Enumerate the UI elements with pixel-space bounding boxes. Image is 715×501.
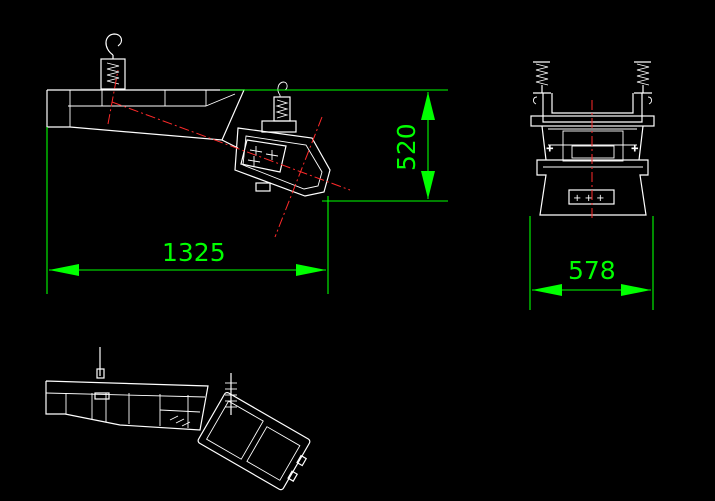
dimension-width: 578 (529, 216, 654, 310)
dimension-length: 1325 (46, 127, 329, 294)
dimension-length-label: 1325 (162, 238, 226, 267)
center-lines-side (107, 69, 351, 238)
suspension-spring-left (100, 33, 126, 90)
bottom-trough (45, 347, 209, 431)
dimension-height-label: 520 (392, 123, 421, 171)
dimension-width-label: 578 (568, 256, 616, 285)
end-view: + + + + + (530, 61, 655, 220)
end-spring-left (533, 61, 551, 94)
dimension-height: 520 (220, 89, 448, 202)
svg-text:+: + (631, 144, 639, 154)
svg-text:+: + (546, 144, 554, 154)
feeder-trough (46, 89, 245, 149)
side-view (46, 33, 351, 238)
vibration-exciter (234, 127, 331, 197)
end-spring-right (634, 61, 652, 94)
bottom-view (45, 347, 311, 491)
bottom-motor (197, 392, 311, 491)
svg-text:+ + +: + + + (573, 193, 605, 204)
